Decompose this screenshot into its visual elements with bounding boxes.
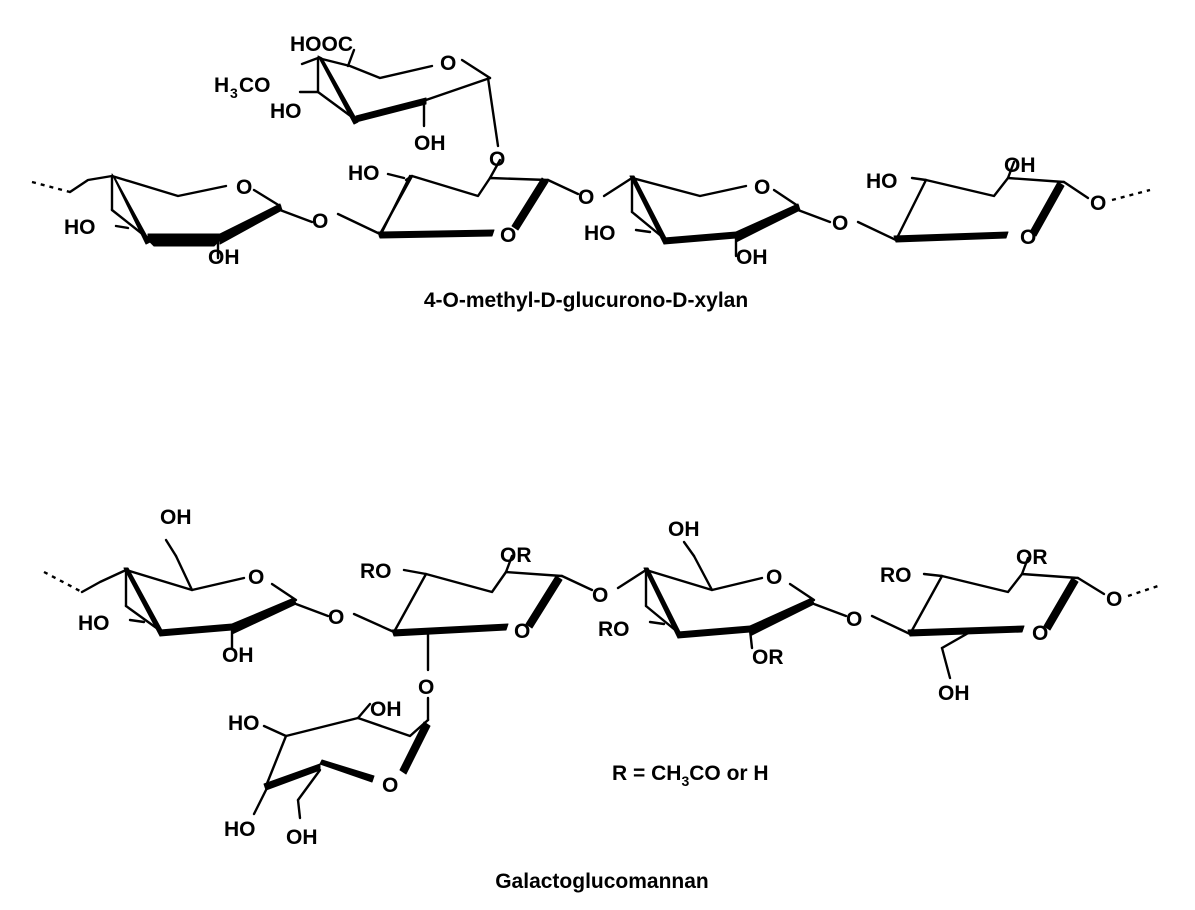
xylan-ring-c-oxygen: O <box>754 176 770 199</box>
xylan-glycosidic-o-1: O <box>312 210 328 233</box>
xylan-ring-c <box>602 175 832 258</box>
xylan-ring-d-oxygen: O <box>1020 226 1036 249</box>
ggm-ring-d-or-label: OR <box>1016 546 1048 569</box>
ggm-labels: OH OH OR OR O RO O RO O O HO O O RO O O … <box>78 506 1122 893</box>
xylan-glcA-ring <box>298 48 500 148</box>
r-group-legend: R = CH3CO or H <box>612 762 769 789</box>
ggm-ring-d-oxygen: O <box>1032 622 1048 645</box>
r-legend-prefix: R = CH3CO or H <box>612 762 769 789</box>
ggm-glycosidic-o-1: O <box>328 606 344 629</box>
xylan-glcA-ring-oxygen: O <box>440 52 456 75</box>
ggm-ring-c-or-label: OR <box>752 646 784 669</box>
ggm-gal-oh-label-2: OH <box>286 826 318 849</box>
ggm-ring-b <box>352 554 594 672</box>
ggm-ring-c-oh-top: OH <box>668 518 700 541</box>
xylan-ring-a <box>68 173 314 260</box>
xylan-ring-a-ho-label: HO <box>64 216 96 239</box>
xylan-structure: HOOC O H 3 CO HO OH O O HO O O HO OH O H… <box>31 33 1151 312</box>
xylan-methyl-co: CO <box>239 74 271 97</box>
ggm-glycosidic-o-2: O <box>592 584 608 607</box>
galactoglucomannan-structure: OH OH OR OR O RO O RO O O HO O O RO O O … <box>43 506 1159 893</box>
ggm-ring-d <box>870 556 1159 680</box>
xylan-ring-a-oxygen: O <box>236 176 252 199</box>
xylan-glycosidic-o-2: O <box>578 186 594 209</box>
xylan-ring-d <box>856 160 1151 243</box>
ggm-ring-a-oxygen: O <box>248 566 264 589</box>
ggm-ring-d-oh-label: OH <box>938 682 970 705</box>
ggm-ring-d-ro-label: RO <box>880 564 912 587</box>
ggm-ring-c <box>616 540 848 650</box>
ggm-ring-a-oh-top: OH <box>160 506 192 529</box>
ggm-gal-oh-label-1: OH <box>370 698 402 721</box>
xylan-ring-d-oh-label: OH <box>1004 154 1036 177</box>
ggm-ring-b-or-label: OR <box>500 544 532 567</box>
xylan-ring-b-oxygen: O <box>500 224 516 247</box>
ggm-glycosidic-o-3: O <box>846 608 862 631</box>
ggm-left-terminus <box>43 570 83 594</box>
ggm-galactose-ring <box>252 696 431 820</box>
ggm-ring-a-ho-label: HO <box>78 612 110 635</box>
xylan-terminal-o: O <box>1090 192 1106 215</box>
xylan-methyl-subscript: 3 <box>230 85 238 101</box>
xylan-ring-c-oh-label: OH <box>736 246 768 269</box>
xylan-left-terminus <box>31 180 71 194</box>
xylan-ring-b-ho-label: HO <box>348 162 380 185</box>
ggm-terminal-o: O <box>1106 588 1122 611</box>
xylan-glycosidic-o-3: O <box>832 212 848 235</box>
xylan-methyl-h: H <box>214 74 229 97</box>
xylan-caption: 4-O-methyl-D-glucurono-D-xylan <box>424 289 748 312</box>
xylan-ring-c-ho-label: HO <box>584 222 616 245</box>
ggm-ring-b-oxygen: O <box>514 620 530 643</box>
xylan-glcA-oh-label: OH <box>414 132 446 155</box>
xylan-ring-d-ho-label: HO <box>866 170 898 193</box>
galactoglucomannan-caption: Galactoglucomannan <box>495 870 709 893</box>
ggm-branch-glycosidic-o: O <box>418 676 434 699</box>
xylan-ring-b <box>336 158 580 239</box>
ggm-ring-c-ro-label: RO <box>598 618 630 641</box>
ggm-ring-a-oh-bottom: OH <box>222 644 254 667</box>
xylan-ring-a-oh-label: OH <box>208 246 240 269</box>
xylan-glycosidic-o-branch: O <box>489 148 505 171</box>
xylan-hooc-label: HOOC <box>290 33 353 56</box>
ggm-ring-a <box>80 538 330 650</box>
xylan-labels: HOOC O H 3 CO HO OH O O HO O O HO OH O H… <box>64 33 1106 312</box>
ggm-ring-b-ro-label: RO <box>360 560 392 583</box>
ggm-gal-ho-label-1: HO <box>228 712 260 735</box>
xylan-glcA-ho-label: HO <box>270 100 302 123</box>
ggm-gal-ring-oxygen: O <box>382 774 398 797</box>
ggm-ring-c-oxygen: O <box>766 566 782 589</box>
ggm-gal-ho-label-2: HO <box>224 818 256 841</box>
